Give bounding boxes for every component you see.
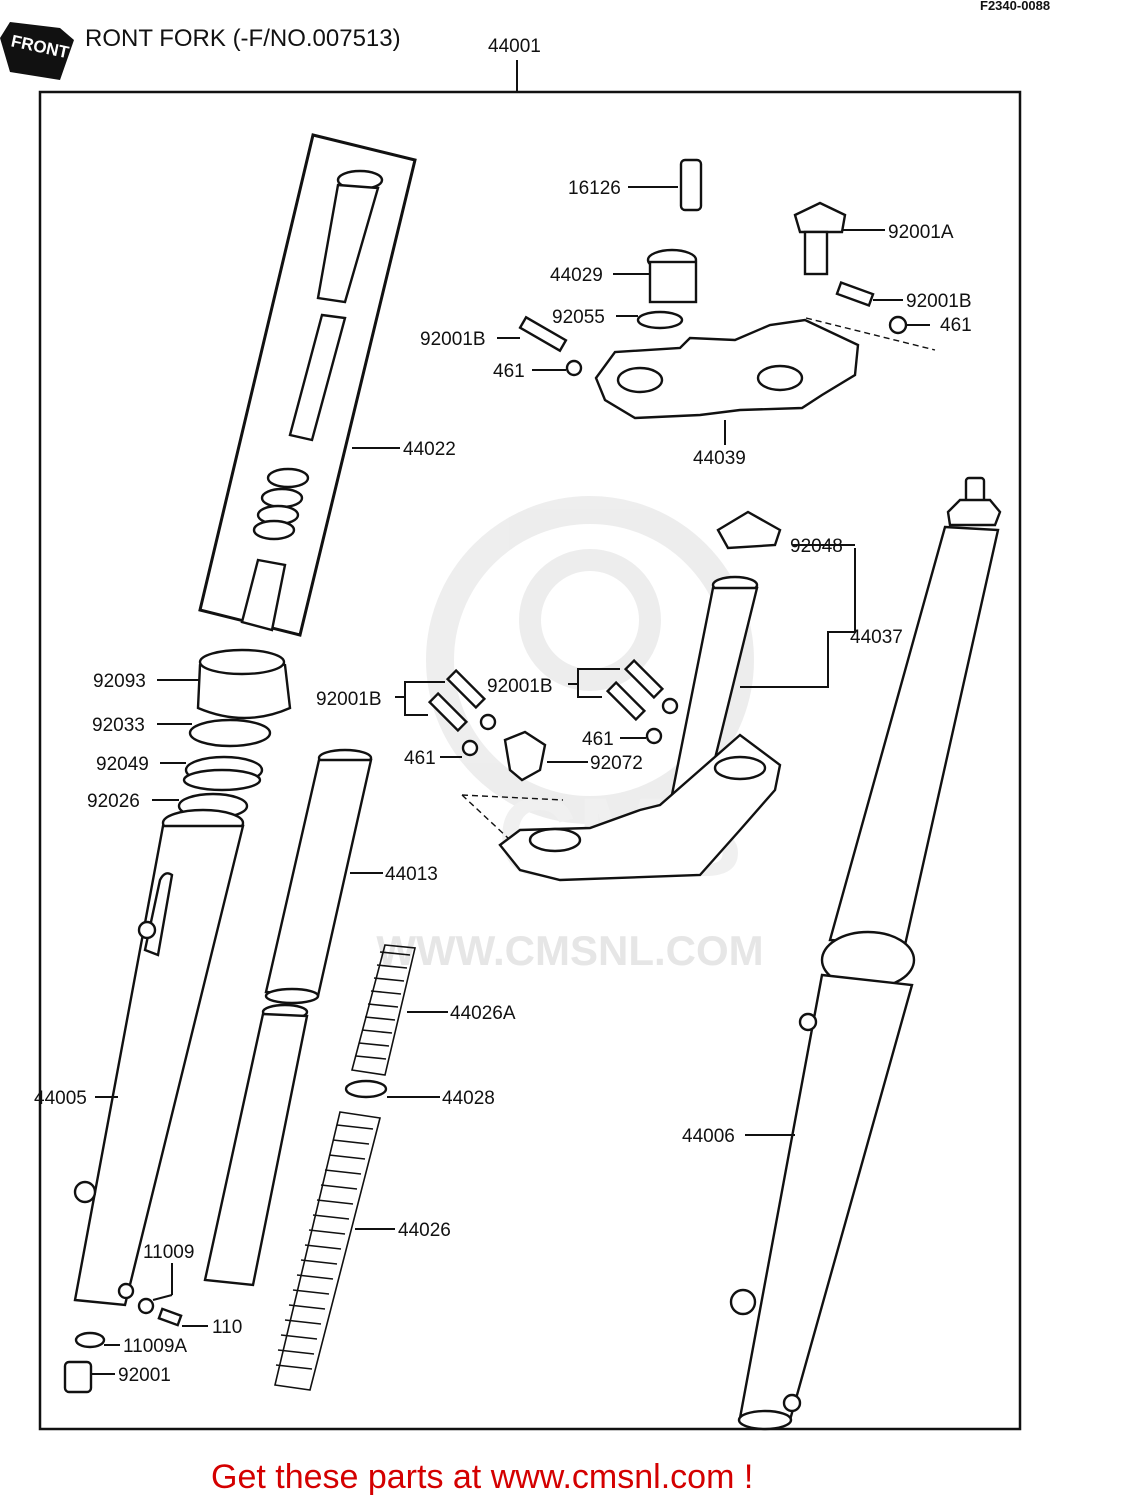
damper-rod-assembly	[198, 133, 417, 637]
part-label-92001B-top-right[interactable]: 92001B	[906, 291, 972, 312]
part-label-92072[interactable]: 92072	[590, 753, 643, 774]
part-label-461-top-left[interactable]: 461	[493, 361, 525, 382]
part-label-44022[interactable]: 44022	[403, 439, 456, 460]
part-label-110[interactable]: 110	[212, 1317, 242, 1338]
part-label-92001[interactable]: 92001	[118, 1365, 171, 1386]
part-label-44026A[interactable]: 44026A	[450, 1003, 516, 1024]
part-label-92093[interactable]: 92093	[93, 671, 146, 692]
steering-stem-assembly	[461, 510, 782, 882]
part-label-44001[interactable]: 44001	[488, 36, 541, 57]
drain-parts	[63, 1263, 208, 1394]
part-label-44026[interactable]: 44026	[398, 1220, 451, 1241]
part-label-44006[interactable]: 44006	[682, 1126, 735, 1147]
diagram-frame	[38, 90, 1022, 1431]
part-label-92048[interactable]: 92048	[790, 536, 843, 557]
part-label-461-top-right[interactable]: 461	[940, 315, 972, 336]
clamp-bolts	[427, 658, 679, 782]
part-label-92055[interactable]: 92055	[552, 307, 605, 328]
footer-cta-link[interactable]: Get these parts at www.cmsnl.com !	[211, 1458, 753, 1496]
spacer-washer	[344, 1079, 388, 1099]
part-label-92001B-mid-left[interactable]: 92001B	[316, 689, 382, 710]
spring-upper	[350, 944, 416, 1076]
part-label-44013[interactable]: 44013	[385, 864, 438, 885]
diagram-code: F2340-0088	[980, 0, 1050, 13]
part-label-11009[interactable]: 11009	[143, 1242, 194, 1263]
part-label-461-mid-left[interactable]: 461	[404, 748, 436, 769]
part-label-44005[interactable]: 44005	[34, 1088, 87, 1109]
part-label-44029[interactable]: 44029	[550, 265, 603, 286]
part-label-92001B-mid-right[interactable]: 92001B	[487, 676, 553, 697]
spring-lower	[274, 1111, 381, 1391]
page-title: RONT FORK (-F/NO.007513)	[85, 25, 401, 52]
watermark-text: WWW.CMSNL.COM	[376, 927, 763, 974]
part-label-44028[interactable]: 44028	[442, 1088, 495, 1109]
right-fork-assembly	[729, 476, 1002, 1431]
part-label-92001A[interactable]: 92001A	[888, 222, 954, 243]
part-label-461-mid-right[interactable]: 461	[582, 729, 614, 750]
part-label-44037[interactable]: 44037	[850, 627, 903, 648]
part-label-92033[interactable]: 92033	[92, 715, 145, 736]
part-label-11009A[interactable]: 11009A	[123, 1336, 187, 1357]
part-label-16126[interactable]: 16126	[568, 178, 621, 199]
part-label-92001B-top-left[interactable]: 92001B	[420, 329, 486, 350]
seal-stack	[177, 648, 292, 820]
part-label-92026[interactable]: 92026	[87, 791, 140, 812]
part-label-44039[interactable]: 44039	[693, 448, 746, 469]
front-badge: FRONT	[0, 22, 74, 80]
top-fittings	[497, 158, 936, 420]
inner-tube	[203, 748, 373, 1287]
part-label-92049[interactable]: 92049	[96, 754, 149, 775]
left-outer-tube	[73, 808, 245, 1307]
